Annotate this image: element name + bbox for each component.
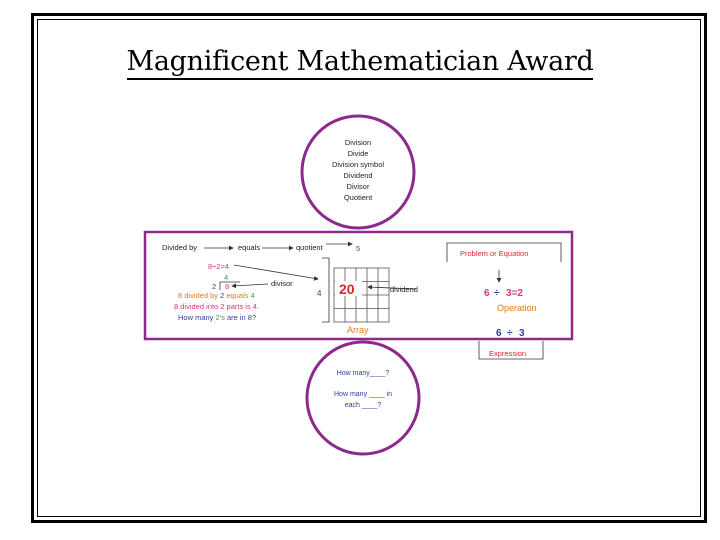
expression-six: 6: [496, 328, 502, 339]
equation-six: 6: [484, 288, 490, 299]
array-bracket: [322, 257, 330, 323]
array-value-box: [335, 281, 362, 296]
sentence-3: How many 2's are in 8?: [178, 313, 256, 322]
s1-part-3: equals: [224, 291, 250, 300]
s1-part-4: 4: [251, 291, 255, 300]
s3-part-1: How many: [178, 313, 216, 322]
term-division-symbol: Division symbol: [332, 160, 384, 169]
s1-part-2: 2: [220, 291, 224, 300]
question-2a: How many ____ in: [334, 391, 392, 398]
divisor-label: divisor: [271, 279, 293, 288]
top-circle: [300, 114, 416, 230]
expression-label: Expression: [489, 349, 526, 358]
quotient-label: quotient: [296, 243, 324, 252]
award-title: Magnificent Mathematician Award: [0, 46, 720, 80]
equals-label: equals: [238, 243, 260, 252]
divisor-value: 4: [317, 289, 322, 298]
expression-divide: ÷: [507, 328, 513, 339]
expression-three: 3: [519, 328, 525, 339]
equation-rest: 3=2: [506, 288, 523, 299]
s3-part-3: are in 8?: [225, 313, 256, 322]
divided-by-label: Divided by: [162, 243, 197, 252]
question-1: How many____?: [337, 370, 390, 377]
term-division: Division: [345, 138, 371, 147]
outer-border: [31, 13, 707, 523]
dividend-arrow: [367, 284, 417, 290]
term-quotient: Quotient: [344, 193, 373, 202]
term-dividend: Dividend: [343, 171, 372, 180]
long-division-quotient: 4: [224, 273, 228, 282]
bottom-circle: [305, 340, 421, 456]
sentence-1: 8 divided by 2 equals 4: [178, 291, 255, 300]
dividend-label: dividend: [390, 285, 418, 294]
equation-top: 8÷2=4: [208, 262, 229, 271]
operation-label: Operation: [497, 303, 537, 313]
inner-border: [37, 19, 701, 517]
equation-divide: ÷: [494, 288, 500, 299]
s1-part-1: 8 divided by: [178, 291, 220, 300]
array-label: Array: [347, 325, 369, 335]
quotient-value: 5: [356, 244, 360, 253]
problem-bracket: [446, 242, 562, 262]
long-division-divisor: 2: [212, 282, 216, 291]
divisor-arrow: [231, 283, 269, 289]
question-2b: each ____?: [345, 402, 382, 409]
expression-bracket: [478, 341, 544, 360]
equation-arrow: [233, 264, 319, 281]
problem-label: Problem or Equation: [460, 249, 528, 258]
term-divide: Divide: [348, 149, 369, 158]
long-division-dividend: 8: [225, 282, 229, 291]
sentence-2: 8 divided into 2 parts is 4.: [174, 302, 259, 311]
term-divisor: Divisor: [347, 182, 370, 191]
s3-part-2: 2's: [216, 313, 226, 322]
array-value: 20: [339, 281, 355, 297]
